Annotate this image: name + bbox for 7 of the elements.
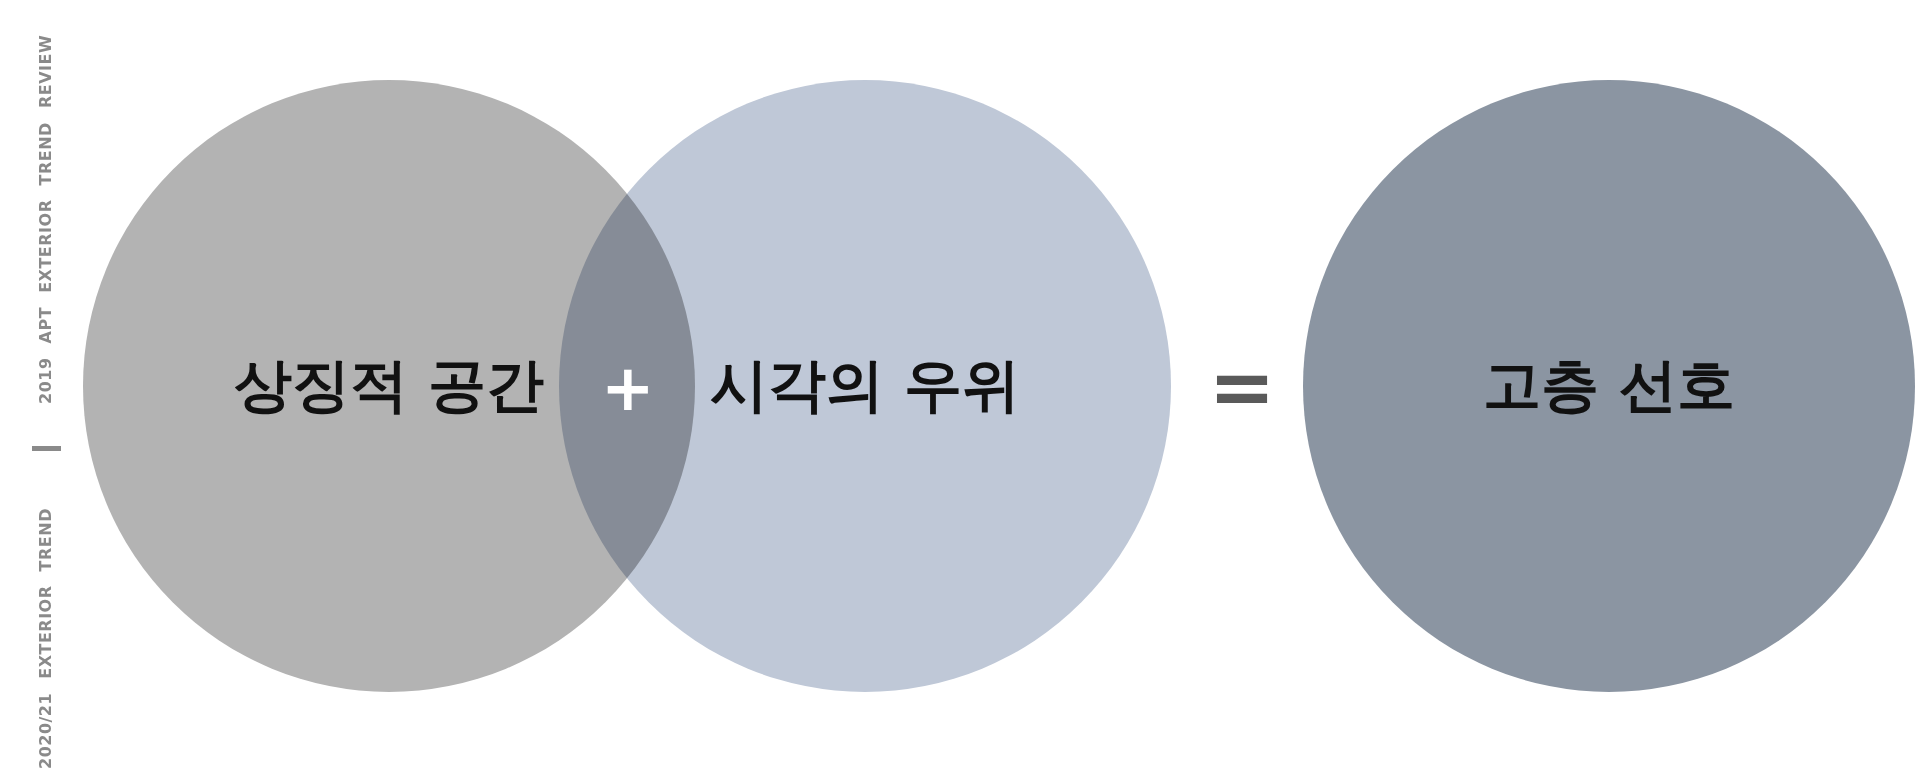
circle-label: 시각의 우위 bbox=[709, 350, 1021, 421]
side-caption: 2019 APT EXTERIOR TREND REVIEW bbox=[36, 34, 55, 404]
circle-label: 고층 선호 bbox=[1482, 350, 1736, 421]
side-caption: 2020/21 EXTERIOR TREND bbox=[36, 508, 55, 769]
plus-sign: + bbox=[601, 356, 655, 420]
circle-label: 상징적 공간 bbox=[233, 350, 545, 421]
equals-sign: = bbox=[1208, 348, 1276, 428]
